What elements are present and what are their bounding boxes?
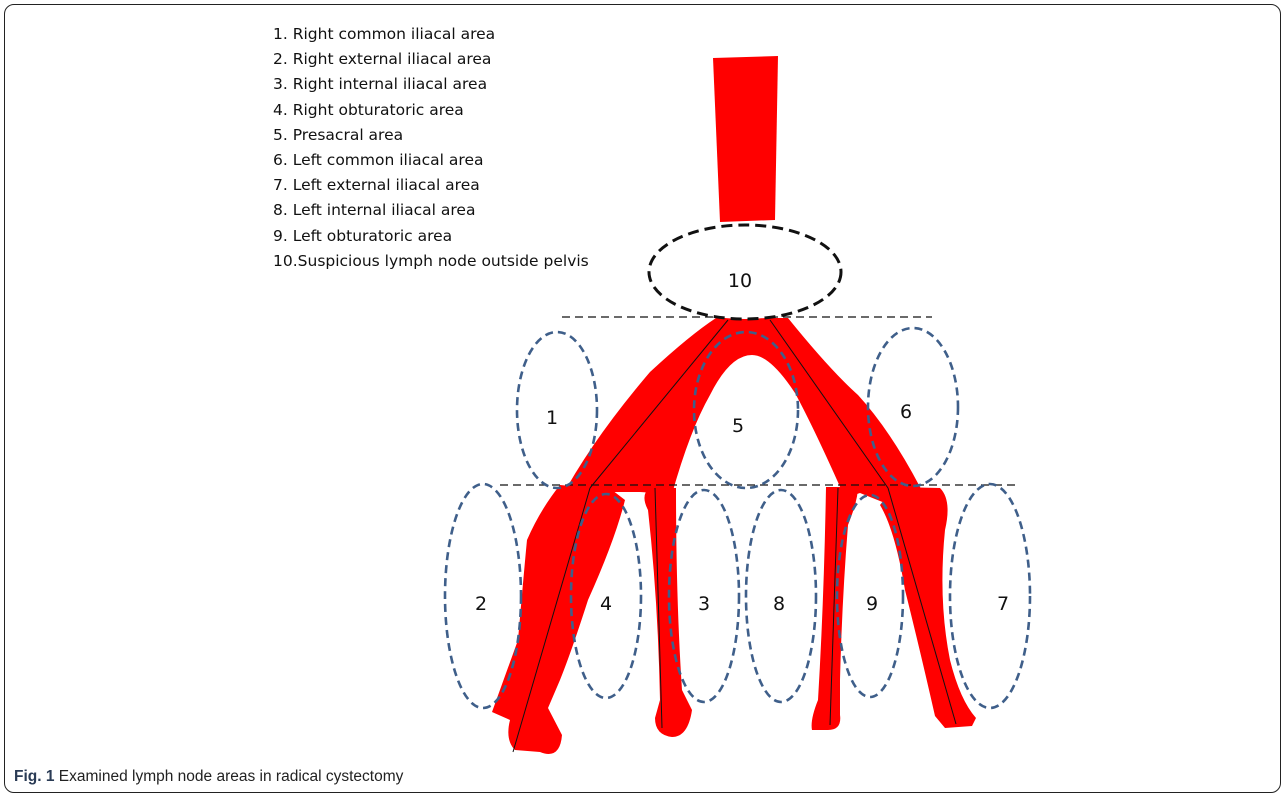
area-label-5: 5 xyxy=(732,415,744,437)
area-label-7: 7 xyxy=(997,593,1009,615)
caption-text: Examined lymph node areas in radical cys… xyxy=(54,768,403,785)
figure-caption: Fig. 1 Examined lymph node areas in radi… xyxy=(14,768,403,786)
area-label-10: 10 xyxy=(728,270,752,292)
right-internal-iliac-vessel xyxy=(644,487,692,737)
aorta xyxy=(713,56,778,222)
area-label-4: 4 xyxy=(600,593,612,615)
area-label-3: 3 xyxy=(698,593,710,615)
area-label-1: 1 xyxy=(546,407,558,429)
area-label-6: 6 xyxy=(900,401,912,423)
left-external-iliac-vessel xyxy=(880,487,976,728)
figure-label: Fig. 1 xyxy=(14,768,54,785)
right-external-iliac-vessel xyxy=(492,485,625,754)
left-internal-iliac-vessel xyxy=(812,487,858,730)
area-7-outline xyxy=(950,484,1030,708)
area-label-8: 8 xyxy=(773,593,785,615)
area-label-2: 2 xyxy=(475,593,487,615)
common-iliac-vessels xyxy=(560,318,932,505)
centerline-left-common xyxy=(770,320,888,488)
area-label-9: 9 xyxy=(866,593,878,615)
